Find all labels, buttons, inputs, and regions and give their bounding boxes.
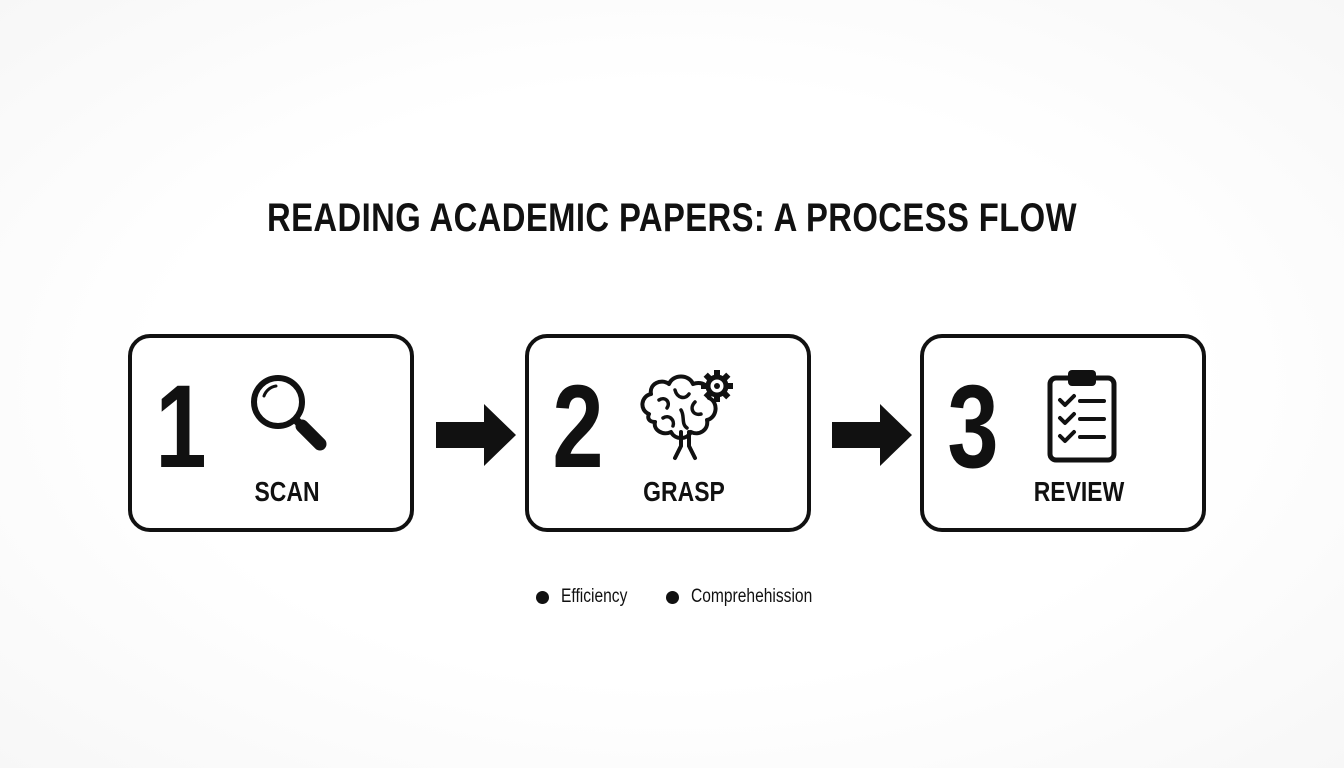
legend-label: Comprehehission (691, 586, 813, 607)
legend-item-comprehension: Comprehehission (666, 584, 839, 610)
step-label: SCAN (254, 476, 320, 507)
step-card-review: 3 REVIEW (920, 334, 1206, 532)
brain-gear-icon (635, 366, 735, 466)
right-arrow-icon (832, 404, 912, 466)
diagram-title: READING ACADEMIC PAPERS: A PROCESS FLOW (267, 196, 1077, 240)
step-number: 1 (155, 361, 207, 493)
legend-item-efficiency: Efficiency (536, 584, 642, 610)
step-label: GRASP (643, 476, 725, 507)
bullet-dot-icon (666, 590, 679, 604)
bullet-dot-icon (536, 590, 549, 604)
right-arrow-icon (436, 404, 516, 466)
legend-label: Efficiency (561, 586, 628, 607)
legend: Efficiency Comprehehission (0, 584, 1344, 610)
step-number: 2 (552, 361, 604, 493)
magnifying-glass-icon (238, 366, 338, 466)
step-number: 3 (947, 361, 999, 493)
step-card-scan: 1 SCAN (128, 334, 414, 532)
clipboard-checklist-icon (1034, 366, 1134, 466)
step-label: REVIEW (1033, 476, 1125, 507)
step-card-grasp: 2 GRASP (525, 334, 811, 532)
